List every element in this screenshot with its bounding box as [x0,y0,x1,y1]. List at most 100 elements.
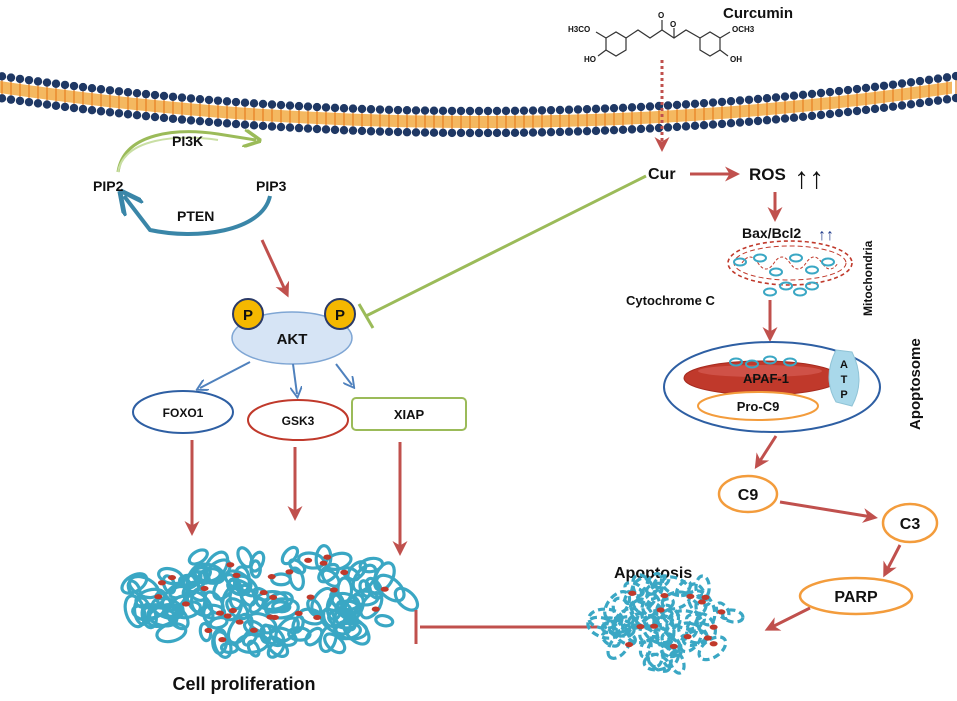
xiap-node [351,397,467,431]
lipid-head-inner [123,110,133,119]
cell-nucleus [669,643,678,649]
cell-ring [249,559,262,579]
cell-nucleus [660,592,669,599]
lipid-head-inner [681,122,691,131]
lipid-head-outer [24,75,34,85]
cytochrome-ring [779,281,793,291]
lipid-head-outer [465,106,475,116]
curcumin-oxygen-1: O [658,11,664,20]
lipid-head-inner [852,106,862,116]
cell-proliferation-label: Cell proliferation [172,674,315,694]
cell-ring [266,638,286,659]
lipid-head-outer [645,102,655,111]
lipid-head-inner [267,122,277,131]
lipid-head-outer [807,89,817,99]
gsk3-label: GSK3 [282,414,315,428]
lipid-head-outer [294,101,304,111]
lipid-head-outer [78,82,88,92]
cell-nucleus [181,601,190,607]
cell-ring [126,579,142,599]
lipid-head-outer [0,72,7,81]
cell-nucleus [267,574,276,580]
cell-ring [246,639,261,658]
lipid-head-outer [96,85,106,94]
lipid-head-inner [348,126,358,135]
lipid-head-outer [843,85,853,95]
akt-to-gsk3-arrow [293,363,297,394]
ros-increase-arrows: ↑↑ [794,162,824,195]
lipid-head-outer [51,79,61,88]
cell-ring [332,621,362,641]
cell-nucleus [650,623,659,629]
lipid-head-outer [564,105,574,114]
lipid-head-outer [357,104,367,114]
lipid-head-inner [402,128,412,137]
lipid-head-outer [915,76,925,86]
lipid-head-inner [447,128,457,138]
lipid-head-inner [195,116,205,126]
cell-ring [660,631,682,654]
cell-ring [631,573,657,607]
cell-ring [645,584,664,601]
lipid-head-inner [303,124,313,133]
lipid-head-outer [267,100,277,109]
lipid-head-inner [591,126,601,136]
lipid-head-inner [618,125,628,134]
cell-nucleus [259,589,268,596]
lipid-head-outer [834,86,844,96]
cell-nucleus [223,613,232,619]
cell-ring [611,606,640,635]
apoptosome-to-c9-arrow [754,435,778,470]
cell-ring [187,548,209,566]
cell-ring [374,573,406,603]
lipid-head-outer [627,103,637,112]
lipid-head-outer [33,77,43,86]
lipid-head-outer [798,90,808,100]
lipid-head-inner [96,107,106,116]
lipid-head-outer [717,97,727,107]
lipid-head-inner [132,111,142,120]
lipid-head-outer [492,106,502,116]
pten-arrow [124,196,272,236]
lipid-head-outer [762,94,772,103]
atp-letter-a: A [840,359,848,371]
lipid-head-outer [951,71,957,81]
foxo1-node [132,390,234,434]
lipid-head-outer [519,106,529,115]
mitochondria-label: Mitochondria [861,240,875,316]
curcumin-structure [595,20,731,57]
lipid-head-inner [186,116,196,125]
lipid-head-inner [213,118,223,127]
lipid-head-inner [0,94,7,103]
cell-ring [646,652,672,673]
cell-nucleus [697,599,706,605]
lipid-head-inner [510,128,520,137]
apoptotic-cells-cluster [586,571,745,675]
cell-nucleus [304,557,313,563]
atp-letter-t: T [841,374,848,386]
lipid-head-inner [861,105,871,115]
lipid-head-inner [204,117,214,127]
cell-ring [374,613,395,628]
akt-node [231,311,353,365]
cell-ring [645,581,665,596]
lipid-head-inner [114,109,124,118]
lipid-head-outer [582,104,592,114]
lipid-head-inner [744,117,754,126]
curcumin-methoxy-left: H3CO [568,25,590,34]
lipid-head-inner [438,128,448,138]
lipid-head-outer [591,104,601,114]
cell-nucleus [319,560,328,566]
lipid-head-outer [600,104,610,113]
lipid-head-inner [753,116,763,126]
cell-ring [259,623,273,644]
lipid-head-inner [645,124,655,133]
lipid-head-inner [573,127,583,136]
c3-to-parp-arrow [883,544,902,578]
lipid-head-inner [285,123,295,132]
cur-label: Cur [648,166,676,183]
cell-ring [641,603,659,619]
lipid-head-outer [924,75,934,85]
lipid-head-inner [222,119,232,128]
cell-nucleus [701,594,710,600]
